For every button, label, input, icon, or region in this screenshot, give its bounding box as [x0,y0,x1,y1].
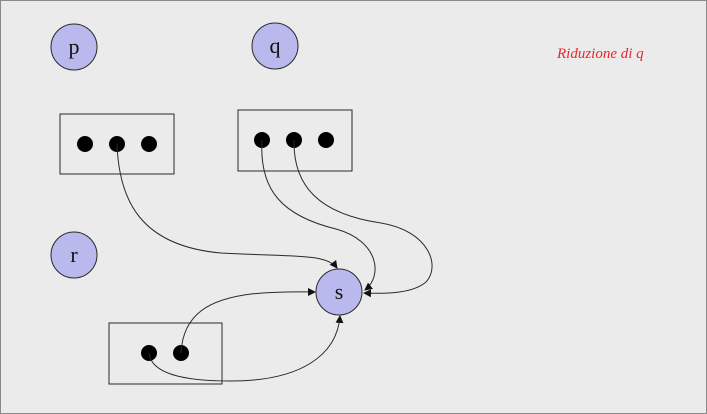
node-s-label: s [335,279,344,304]
node-r: r [50,231,98,279]
node-q-label: q [270,33,281,58]
pointer-box-q-frame [237,109,353,172]
pointer-dot-q-3 [318,132,334,148]
node-q-circle [251,22,299,70]
pointer-dot-p-1 [77,136,93,152]
edge-r2-to-s [180,287,316,354]
node-p-label: p [69,34,80,59]
node-p-circle [50,23,98,71]
edge-q1-to-s [261,139,376,291]
pointer-box-q [237,109,353,172]
edge-p2-to-s [116,143,338,269]
node-r-label: r [70,242,78,267]
edge-r1-to-s [148,315,344,382]
node-q: q [251,22,299,70]
pointer-box-r [108,322,223,385]
edge-q2-to-s [293,139,433,298]
slide-caption: Riduzione di q [557,46,644,62]
pointer-dot-p-3 [141,136,157,152]
pointer-box-r-frame [108,322,223,385]
node-p: p [50,23,98,71]
node-r-circle [50,231,98,279]
pointer-box-p-frame [59,113,175,175]
node-s: s [315,268,363,316]
node-s-circle [315,268,363,316]
